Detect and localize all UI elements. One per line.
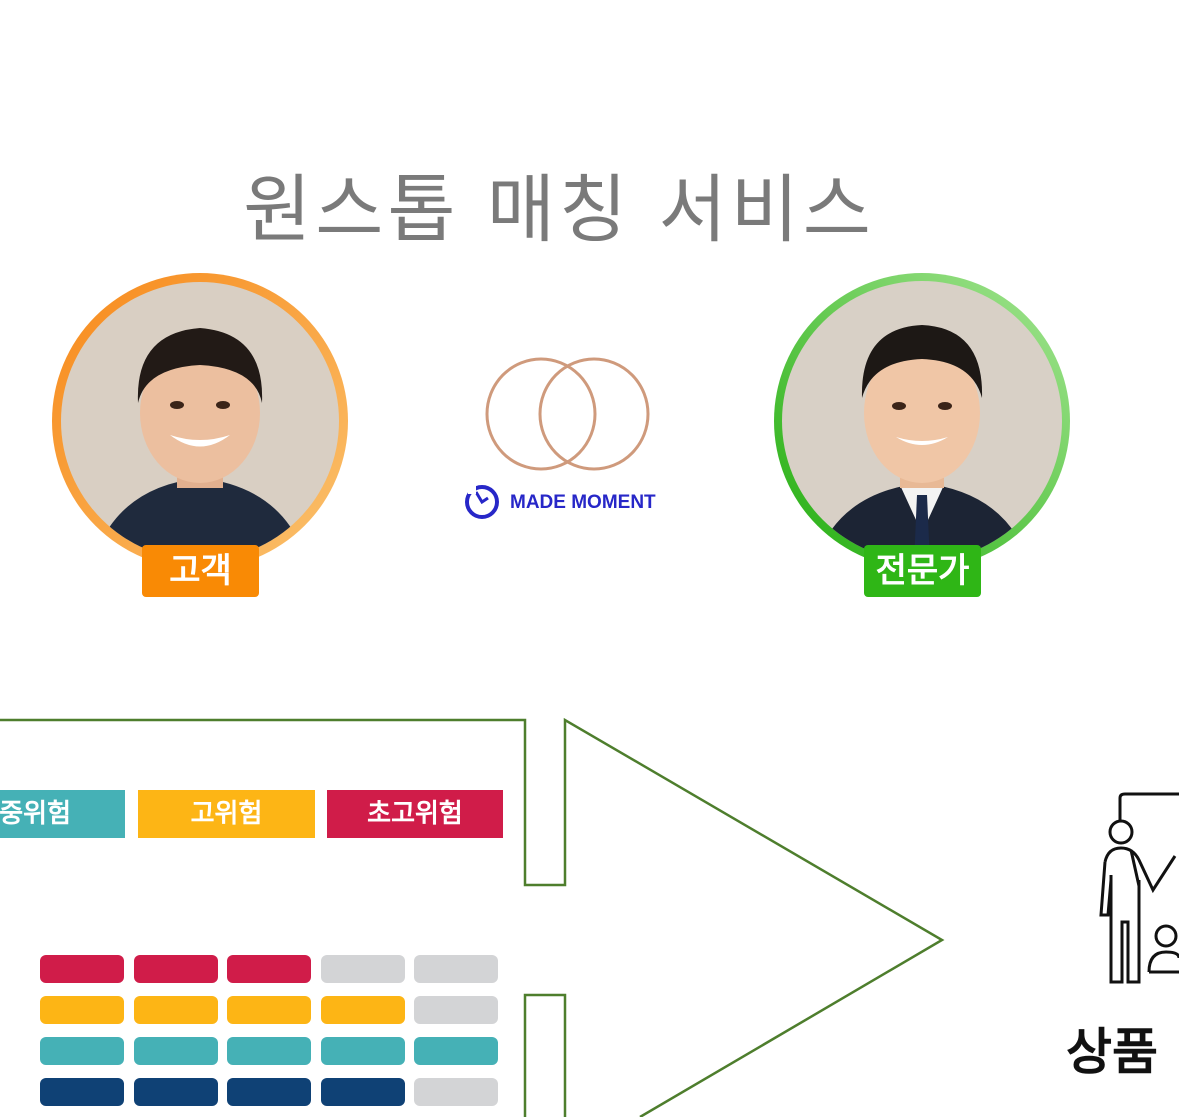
risk-level-high: 고위험 bbox=[138, 790, 315, 838]
risk-matrix-cell bbox=[133, 996, 218, 1024]
product-label: 상품 bbox=[1066, 1023, 1158, 1081]
risk-level-medium: 중위험 bbox=[0, 790, 125, 838]
brand-logo: MADE MOMENT bbox=[462, 350, 662, 530]
risk-matrix-cell bbox=[227, 1078, 311, 1106]
risk-matrix-cell bbox=[414, 996, 498, 1024]
risk-matrix-cell bbox=[40, 996, 124, 1024]
brand-name: MADE MOMENT bbox=[510, 492, 656, 513]
risk-matrix-cell bbox=[227, 955, 311, 983]
risk-matrix-cell bbox=[414, 1037, 498, 1065]
risk-matrix-cell bbox=[227, 996, 311, 1024]
risk-matrix-cell bbox=[414, 1078, 498, 1106]
brand-clock-icon bbox=[465, 485, 499, 519]
customer-avatar bbox=[52, 273, 348, 569]
risk-matrix-cell bbox=[133, 955, 218, 983]
risk-level-very-high: 초고위험 bbox=[327, 790, 503, 838]
risk-matrix-cell bbox=[320, 996, 405, 1024]
risk-matrix-cell bbox=[40, 1037, 124, 1065]
risk-matrix-cell bbox=[133, 1037, 218, 1065]
interlocking-rings-icon bbox=[485, 357, 650, 471]
risk-matrix-cell bbox=[414, 955, 498, 983]
risk-matrix-cell bbox=[40, 955, 124, 983]
presenter-icon bbox=[1099, 792, 1179, 984]
risk-matrix-cell bbox=[227, 1037, 311, 1065]
risk-matrix-cell bbox=[40, 1078, 124, 1106]
risk-matrix-cell bbox=[320, 1037, 405, 1065]
customer-badge: 고객 bbox=[142, 545, 259, 597]
risk-matrix-cell bbox=[320, 1078, 405, 1106]
page-title: 원스톱 매칭 서비스 bbox=[243, 167, 875, 253]
customer-profile: 고객 bbox=[50, 273, 350, 603]
risk-matrix-cell bbox=[133, 1078, 218, 1106]
expert-profile: 전문가 bbox=[772, 273, 1072, 603]
expert-badge: 전문가 bbox=[864, 545, 981, 597]
risk-matrix bbox=[40, 955, 500, 1115]
risk-matrix-cell bbox=[320, 955, 405, 983]
